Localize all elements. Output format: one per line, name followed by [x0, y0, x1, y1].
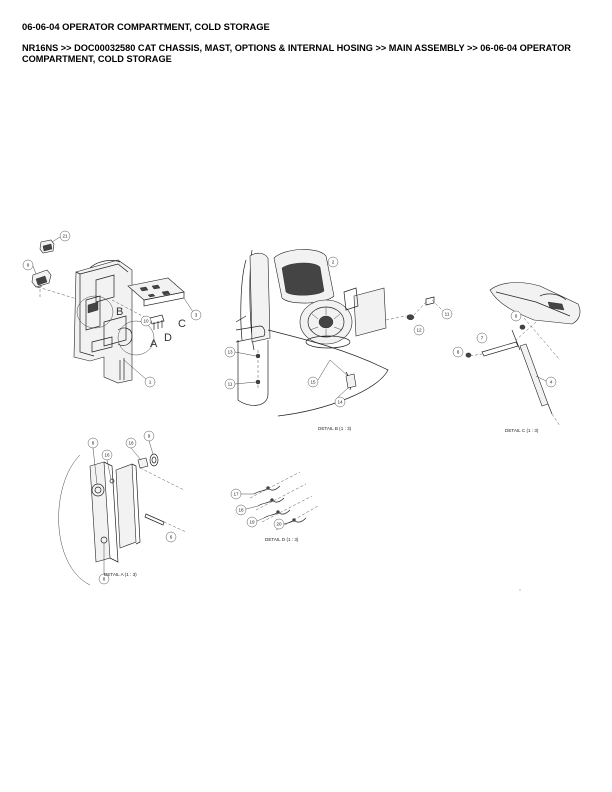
- callout-7: 7: [481, 336, 484, 341]
- view-letter-c: C: [178, 318, 186, 330]
- callout-16-a1: 16: [104, 453, 110, 458]
- callouts-detail-a: 8 16 16 9 6 8: [87, 430, 177, 585]
- callout-9: 9: [27, 263, 30, 268]
- callout-19: 19: [249, 520, 255, 525]
- detail-b-label: DETAIL B (1 : 3): [318, 426, 352, 431]
- callout-18: 18: [238, 508, 244, 513]
- callout-1: 1: [149, 380, 152, 385]
- callout-12: 12: [416, 328, 422, 333]
- callouts-detail-b: 2 11 12 13 11 15 14: [224, 256, 453, 408]
- view-letters: B C D A: [116, 306, 186, 350]
- callout-15: 15: [310, 380, 316, 385]
- callout-4: 4: [550, 380, 553, 385]
- callout-8: 8: [457, 350, 460, 355]
- detail-a-view: [58, 453, 187, 586]
- callout-9-a: 9: [148, 434, 151, 439]
- detail-b-view: [235, 249, 445, 417]
- callout-13: 13: [227, 350, 233, 355]
- callout-8-a2: 8: [103, 577, 106, 582]
- callout-10: 10: [143, 319, 149, 324]
- callout-6-a: 6: [170, 535, 173, 540]
- detail-c-view: [465, 282, 581, 427]
- stray-mark: [519, 589, 521, 591]
- callout-17: 17: [233, 492, 239, 497]
- detail-a-label: DETAIL A (1 : 3): [104, 572, 137, 577]
- view-letter-a: A: [150, 338, 158, 350]
- detail-c-label: DETAIL C (1 : 3): [505, 428, 539, 433]
- callout-6: 6: [515, 314, 518, 319]
- breadcrumb: NR16NS >> DOC00032580 CAT CHASSIS, MAST,…: [22, 43, 571, 64]
- callout-20: 20: [276, 522, 282, 527]
- callouts-detail-d: 17 18 19 20: [230, 488, 285, 530]
- callout-11: 11: [228, 382, 233, 387]
- detail-d-view: [249, 471, 319, 531]
- callouts-main: 21 9 3 10 1: [22, 230, 202, 388]
- callout-8-a1: 8: [92, 441, 95, 446]
- callout-2: 2: [332, 260, 335, 265]
- callout-21: 21: [62, 234, 68, 239]
- callout-16-a2: 16: [128, 441, 134, 446]
- page-title: 06-06-04 OPERATOR COMPARTMENT, COLD STOR…: [22, 21, 270, 32]
- detail-d-label: DETAIL D (1 : 3): [265, 537, 299, 542]
- callout-3: 3: [195, 313, 198, 318]
- view-letter-b: B: [116, 306, 123, 318]
- callouts-detail-c: 6 7 8 4: [452, 310, 557, 388]
- main-assembly-view: [31, 236, 194, 384]
- view-letter-d: D: [164, 332, 172, 344]
- callout-14: 14: [337, 400, 343, 405]
- callout-11-b: 11: [445, 312, 450, 317]
